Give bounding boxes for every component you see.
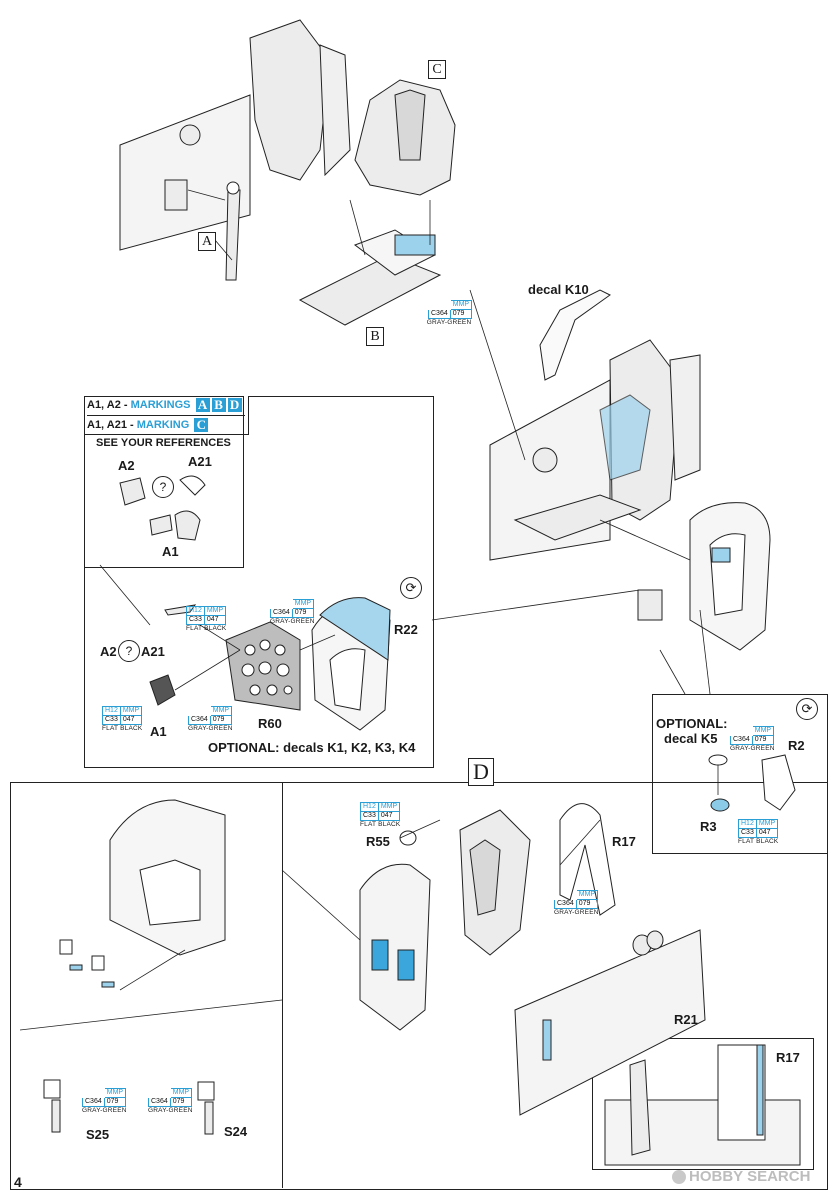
label-a2-top: A2 — [118, 458, 135, 473]
step-d-box: D — [468, 758, 494, 786]
hobby-search-watermark: HOBBY SEARCH — [672, 1168, 810, 1185]
step-b-box: B — [366, 327, 384, 346]
label-s24: S24 — [224, 1124, 248, 1139]
page-number: 4 — [14, 1174, 22, 1190]
optional-decals-k1-k4: OPTIONAL: decals K1, K2, K3, K4 — [208, 740, 416, 755]
label-r60: R60 — [258, 716, 282, 731]
see-references-text: SEE YOUR REFERENCES — [96, 437, 231, 449]
label-a21-top: A21 — [188, 454, 212, 469]
optional-k5-panel-frame — [652, 694, 828, 854]
label-a21: A21 — [141, 644, 165, 659]
label-r17-inset: R17 — [776, 1050, 800, 1065]
label-r3: R3 — [700, 819, 717, 834]
marking-a-badge: A — [195, 398, 210, 412]
rotate-arrows-icon: ⟳ — [400, 577, 422, 599]
label-a2: A2 — [100, 644, 117, 659]
marking-b-badge: B — [211, 398, 226, 412]
markings-line-2: A1, A21 - MARKING C — [87, 415, 245, 432]
marking-c-badge: C — [194, 418, 209, 432]
question-icon-top: ? — [152, 476, 174, 498]
label-r55: R55 — [366, 834, 390, 849]
label-r22: R22 — [394, 622, 418, 637]
step-c-box: C — [428, 60, 446, 79]
hobby-search-logo-icon — [672, 1170, 686, 1185]
label-r2: R2 — [788, 738, 805, 753]
markings-panel-frame — [84, 396, 434, 768]
label-a1-top: A1 — [162, 544, 179, 559]
question-icon-mid: ? — [118, 640, 140, 662]
label-r21: R21 — [674, 1012, 698, 1027]
marking-d-badge: D — [227, 398, 242, 412]
markings-subpanel-frame — [84, 396, 244, 568]
s-parts-frame — [10, 782, 283, 1188]
label-a1: A1 — [150, 724, 167, 739]
label-r17: R17 — [612, 834, 636, 849]
step-d-frame — [10, 782, 828, 1190]
rotate-arrows-icon-k5: ⟳ — [796, 698, 818, 720]
label-decal-k10: decal K10 — [528, 282, 589, 297]
optional-k5-line1: OPTIONAL: — [656, 716, 728, 731]
optional-k5-line2: decal K5 — [664, 731, 718, 746]
r17-inset-frame — [592, 1038, 814, 1170]
step-a-box: A — [198, 232, 216, 251]
label-s25: S25 — [86, 1127, 110, 1142]
